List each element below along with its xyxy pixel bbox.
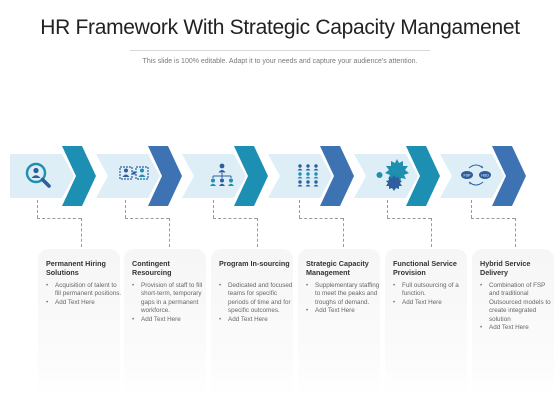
bullet-item: Provision of staff to fill short-term, t… — [130, 282, 208, 316]
step-title: Program In-sourcing — [219, 259, 290, 268]
bullet-item: Combination of FSP and traditional Outso… — [478, 282, 556, 324]
step-title: Functional Service Provision — [393, 259, 457, 277]
connector-3 — [213, 200, 214, 218]
chevron-6 — [492, 146, 526, 206]
bullet-item: Acquisition of talent to fill permanent … — [44, 282, 122, 299]
connector-5 — [387, 200, 388, 218]
bullet-item: Add Text Here — [391, 299, 469, 308]
title-divider — [130, 50, 430, 51]
connector-5-v — [431, 218, 432, 247]
step-card-6: Hybrid Service Delivery Combination of F… — [472, 249, 554, 399]
team-puzzle-icon — [116, 158, 152, 194]
bullet-item: Add Text Here — [478, 324, 556, 333]
step-card-1: Permanent Hiring Solutions Acquisition o… — [38, 249, 122, 399]
bullet-item: Add Text Here — [304, 307, 382, 316]
connector-1-h — [37, 218, 81, 219]
connector-4-v — [343, 218, 344, 247]
bullet-item: Supplementary staffing to meet the peaks… — [304, 282, 382, 307]
step-bullets: Dedicated and focused teams for specific… — [217, 282, 295, 324]
magnifier-person-icon — [20, 158, 56, 194]
people-grid-icon — [290, 158, 326, 194]
gear-badges-icon — [374, 158, 410, 194]
step-card-2: Contingent Resourcing Provision of staff… — [124, 249, 206, 399]
org-chart-icon — [204, 158, 240, 194]
step-title: Permanent Hiring Solutions — [46, 259, 106, 277]
step-card-5: Functional Service Provision Full outsou… — [385, 249, 467, 399]
bullet-item: Add Text Here — [130, 316, 208, 325]
chevron-2 — [148, 146, 182, 206]
segment-1 — [10, 154, 74, 198]
connector-6-h — [471, 218, 515, 219]
chevron-5 — [406, 146, 440, 206]
step-bullets: Combination of FSP and traditional Outso… — [478, 282, 556, 333]
step-bullets: Full outsourcing of a function. Add Text… — [391, 282, 469, 308]
connector-3-v — [257, 218, 258, 247]
connector-6-v — [515, 218, 516, 247]
connector-4-h — [299, 218, 343, 219]
connector-1-v — [81, 218, 82, 247]
step-card-3: Program In-sourcing Dedicated and focuse… — [211, 249, 293, 399]
step-title: Hybrid Service Delivery — [480, 259, 531, 277]
step-title: Contingent Resourcing — [132, 259, 172, 277]
connector-2 — [125, 200, 126, 218]
connector-3-h — [213, 218, 257, 219]
fsp-icon-label: FSP — [464, 174, 472, 178]
step-bullets: Acquisition of talent to fill permanent … — [44, 282, 122, 308]
connector-6 — [471, 200, 472, 218]
connector-4 — [299, 200, 300, 218]
step-bullets: Provision of staff to fill short-term, t… — [130, 282, 208, 324]
bullet-item: Add Text Here — [217, 316, 295, 325]
step-card-4: Strategic Capacity Management Supplement… — [298, 249, 380, 399]
connector-2-v — [169, 218, 170, 247]
hsd-icon-label: HSD — [481, 174, 489, 178]
connector-1 — [37, 200, 38, 218]
connector-2-h — [125, 218, 169, 219]
step-bullets: Supplementary staffing to meet the peaks… — [304, 282, 382, 316]
bullet-item: Add Text Here — [44, 299, 122, 308]
bullet-item: Dedicated and focused teams for specific… — [217, 282, 295, 316]
process-band — [0, 146, 560, 206]
chevron-1 — [62, 146, 96, 206]
fsp-cycle-icon: FSP HSD — [458, 158, 494, 194]
chevron-3 — [234, 146, 268, 206]
chevron-4 — [320, 146, 354, 206]
connector-5-h — [387, 218, 431, 219]
step-title: Strategic Capacity Management — [306, 259, 369, 277]
bullet-item: Full outsourcing of a function. — [391, 282, 469, 299]
slide-subtitle: This slide is 100% editable. Adapt it to… — [142, 58, 418, 65]
slide-title: HR Framework With Strategic Capacity Man… — [40, 16, 520, 39]
